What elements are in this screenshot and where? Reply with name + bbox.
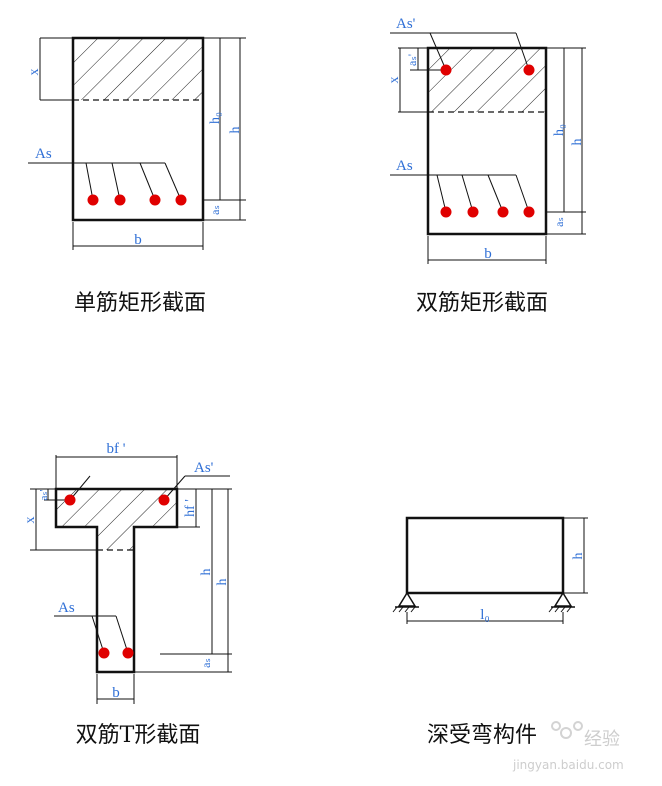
rebar (114, 194, 126, 206)
right-support-hatch (566, 606, 572, 613)
rebar (440, 206, 452, 218)
right-support-hatch (554, 606, 560, 613)
right-support-hatch (560, 606, 566, 613)
h-label: h (570, 139, 585, 146)
b-label: b (484, 246, 492, 262)
deep-flexural-member-diagram: h l₀ 深受弯构件 (392, 516, 588, 748)
as-top-cover-label: aₛ' (405, 54, 419, 66)
h-label: h (571, 553, 586, 560)
as-leader-tick (515, 174, 530, 213)
section-outline (426, 46, 548, 236)
x-label: x (387, 77, 402, 84)
as-top-label: As' (396, 16, 416, 32)
as-leader-tick (91, 615, 105, 654)
h0-label: h (199, 569, 214, 576)
left-support-hatch (410, 606, 416, 613)
as-top-label: As' (194, 460, 214, 476)
rebar (467, 206, 479, 218)
paw-icon-toe (551, 721, 561, 731)
as-label: As (35, 146, 52, 162)
rebar-top (440, 64, 452, 76)
as-leader-tick (487, 174, 504, 213)
rebar-top (523, 64, 535, 76)
caption: 单筋矩形截面 (74, 291, 206, 316)
as-leader-tick (85, 162, 94, 201)
compression-zone-hatch (428, 48, 546, 112)
h0-label: h₀ (208, 112, 223, 124)
section-outline (71, 36, 205, 222)
rebar (175, 194, 187, 206)
left-support-icon (397, 591, 417, 607)
h-label: h (215, 579, 230, 586)
as-leader-tick (461, 174, 474, 213)
rebar-top (64, 494, 76, 506)
left-support-hatch (404, 606, 410, 613)
as-top-leader-tick (429, 32, 447, 71)
rebar (122, 647, 134, 659)
watermark: 经验 jingyan.baidu.com (512, 721, 624, 772)
l0-label: l₀ (480, 607, 489, 623)
h-label: h (228, 127, 243, 134)
double-reinforced-t-diagram: bf ' As' aₛ' x hf ' h h aₛ As (23, 441, 232, 748)
right-support-hatch (548, 606, 554, 613)
rebar (98, 647, 110, 659)
rebar (497, 206, 509, 218)
as-leader-tick (115, 615, 129, 654)
rebar (523, 206, 535, 218)
as-cover-label: aₛ (199, 658, 213, 668)
x-label: x (27, 69, 42, 76)
watermark-url: jingyan.baidu.com (512, 758, 624, 772)
double-reinforced-rect-diagram: As' aₛ' x h₀ h aₛ As (387, 16, 586, 316)
as-label: As (58, 600, 75, 616)
as-cover-label: aₛ (552, 217, 566, 227)
b-label: b (112, 685, 120, 701)
left-support-hatch (398, 606, 404, 613)
as-top-leader-tick (515, 32, 530, 71)
watermark-text: 经验 (584, 729, 620, 750)
as-leader-tick (139, 162, 156, 201)
hf-label: hf ' (183, 499, 198, 517)
rebar (149, 194, 161, 206)
as-top-cover-label: aₛ' (38, 489, 50, 500)
caption: 双筋矩形截面 (416, 291, 548, 316)
compression-zone-hatch (56, 489, 177, 550)
b-label: b (134, 232, 142, 248)
as-leader-tick (436, 174, 447, 213)
bf-label: bf ' (107, 441, 126, 457)
beam-outline (405, 516, 565, 595)
as-leader-tick (164, 162, 182, 201)
caption: 深受弯构件 (427, 723, 537, 748)
x-label: x (23, 517, 38, 524)
paw-icon (560, 727, 572, 739)
right-support-icon (553, 591, 573, 607)
as-cover-label: aₛ (208, 205, 222, 215)
h0-label: h₀ (552, 124, 567, 136)
paw-icon-toe (573, 721, 583, 731)
as-leader-tick (111, 162, 121, 201)
rebar (87, 194, 99, 206)
caption: 双筋T形截面 (76, 723, 201, 748)
compression-zone-hatch (73, 38, 203, 100)
as-label: As (396, 158, 413, 174)
rebar-top (158, 494, 170, 506)
left-support-hatch (392, 606, 398, 613)
single-reinforced-rect-diagram: x h₀ h aₛ As b 单筋矩形截面 (27, 36, 246, 316)
